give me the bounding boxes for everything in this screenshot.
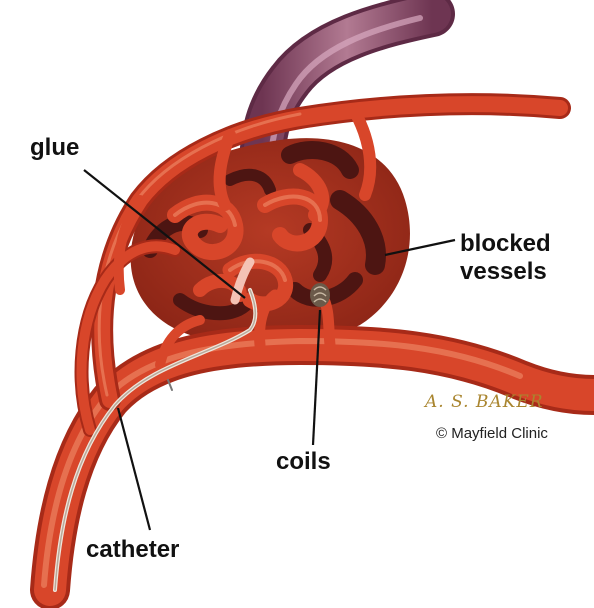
catheter-leader-line <box>118 408 150 530</box>
blocked-vessels-label-line2: vessels <box>460 258 551 286</box>
blocked-vessels-label-line1: blocked <box>460 230 551 258</box>
coils-mass <box>310 283 330 307</box>
blocked-vessels-label: blocked vessels <box>460 230 551 286</box>
catheter-label: catheter <box>86 536 179 564</box>
glue-label: glue <box>30 134 79 162</box>
copyright-credit: © Mayfield Clinic <box>436 425 548 442</box>
artist-signature: A. S. BAKER <box>425 392 544 412</box>
coils-label: coils <box>276 448 331 476</box>
